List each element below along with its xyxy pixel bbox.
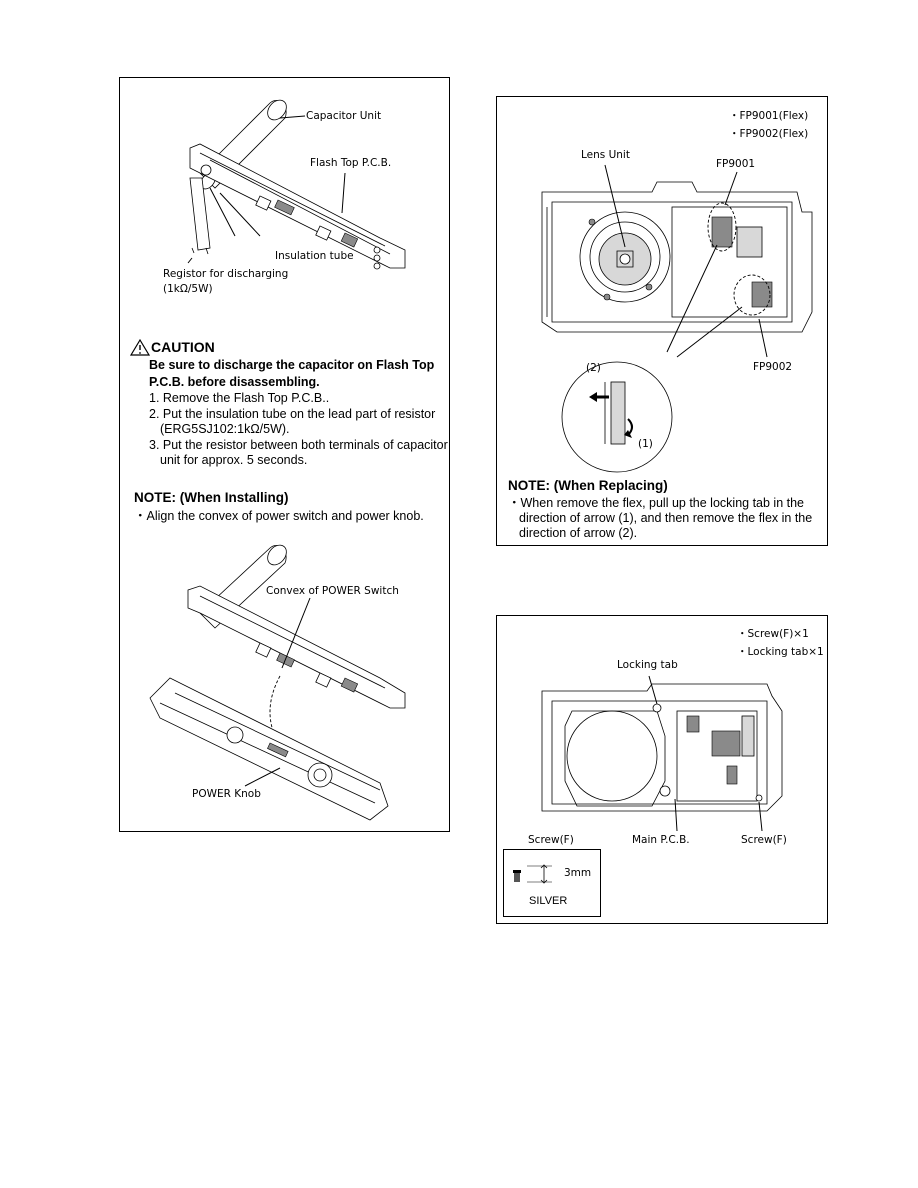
fp9001-label: FP9001 (716, 158, 756, 170)
caution-step-2b: (ERG5SJ102:1kΩ/5W). (160, 422, 290, 436)
screw-count-item: ・Screw(F)×1 (737, 628, 809, 640)
locking-tab-label: Locking tab (617, 659, 678, 671)
right-bottom-panel: ・Screw(F)×1 ・Locking tab×1 Locking tab M… (496, 615, 828, 924)
screw-size-label: 3mm (564, 867, 592, 879)
caution-step-3b: unit for approx. 5 seconds. (160, 453, 308, 467)
caution-step-3: 3. Put the resistor between both termina… (149, 438, 448, 452)
right-top-panel: ・FP9001(Flex) ・FP9002(Flex) Lens Unit FP… (496, 96, 828, 546)
replacing-note-line-1: ・When remove the flex, pull up the locki… (508, 496, 804, 510)
fp9002-label: FP9002 (753, 361, 793, 373)
arrow-1-label: (1) (638, 438, 653, 450)
flash-top-pcb-label: Flash Top P.C.B. (310, 157, 392, 169)
arrow-2-label: (2) (586, 362, 601, 374)
replacing-note-line-2: direction of arrow (1), and then remove … (519, 511, 813, 525)
lens-unit-label: Lens Unit (581, 149, 630, 161)
locking-tab-count-item: ・Locking tab×1 (737, 646, 824, 658)
convex-power-switch-label: Convex of POWER Switch (266, 585, 399, 597)
flash-pcb-capacitor-illustration (129, 99, 406, 821)
installing-note-text: ・Align the convex of power switch and po… (134, 509, 424, 523)
caution-bold-line-2: P.C.B. before disassembling. (149, 375, 320, 389)
fp9001-flex-item: ・FP9001(Flex) (729, 110, 809, 122)
capacitor-unit-label: Capacitor Unit (306, 110, 382, 122)
resistor-value-label: (1kΩ/5W) (163, 283, 213, 295)
caution-step-2: 2. Put the insulation tube on the lead p… (149, 407, 436, 421)
caution-step-1: 1. Remove the Flash Top P.C.B.. (149, 391, 330, 405)
screw-legend-box: 3mm SILVER (503, 849, 601, 917)
screw-color-label: SILVER (529, 895, 568, 907)
caution-bold-line-1: Be sure to discharge the capacitor on Fl… (149, 358, 435, 372)
main-pcb-illustration (513, 675, 783, 884)
caution-title: CAUTION (151, 339, 215, 355)
insulation-tube-label: Insulation tube (275, 250, 354, 262)
replacing-note-line-3: direction of arrow (2). (519, 526, 638, 540)
left-panel: Capacitor Unit Flash Top P.C.B. Insulati… (119, 77, 450, 832)
replacing-note-title: NOTE: (When Replacing) (508, 478, 668, 493)
screw-f-location-label: Screw(F) (741, 834, 787, 846)
installing-note-title: NOTE: (When Installing) (134, 490, 289, 505)
lens-unit-flex-illustration (541, 164, 813, 473)
screw-legend-title: Screw(F) (528, 834, 574, 846)
resistor-label: Registor for discharging (163, 268, 289, 280)
power-knob-label: POWER Knob (192, 788, 261, 800)
main-pcb-label: Main P.C.B. (632, 834, 690, 846)
fp9002-flex-item: ・FP9002(Flex) (729, 128, 809, 140)
